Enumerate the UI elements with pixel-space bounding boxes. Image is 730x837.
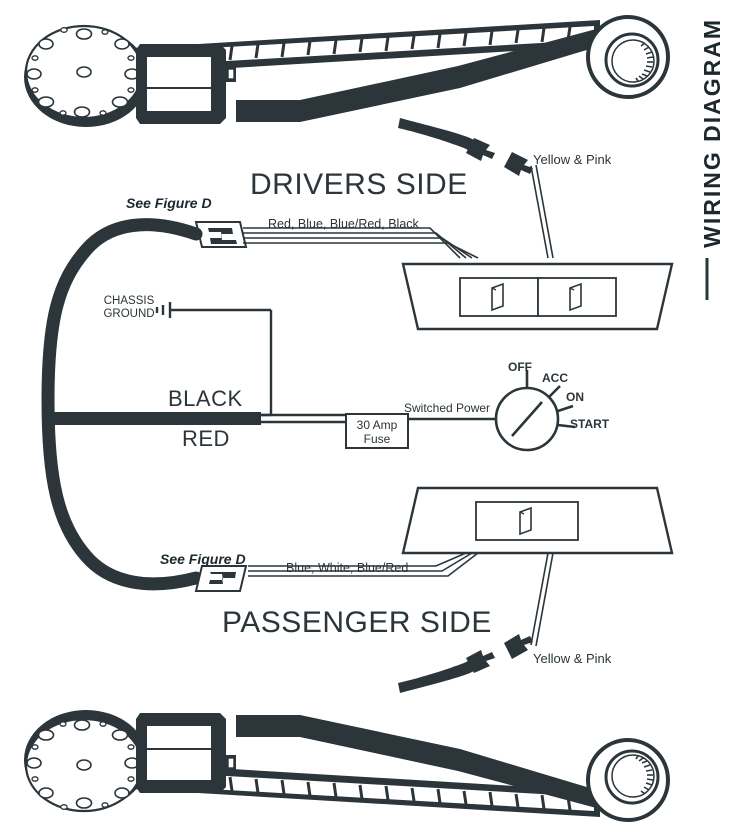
- ground-symbol: [155, 302, 172, 318]
- page-vertical-title: WIRING DIAGRAM: [699, 18, 725, 248]
- ignition-label-on: ON: [566, 390, 584, 404]
- red-wire-label: RED: [182, 426, 230, 451]
- chassis-ground-label-line1: CHASSIS: [103, 295, 155, 307]
- passenger-wire-colors: Blue, White, Blue/Red: [286, 561, 409, 575]
- drivers-side-title: DRIVERS SIDE: [250, 168, 468, 201]
- drivers-switch-panel: [401, 262, 674, 331]
- drivers-see-figure-d: See Figure D: [126, 195, 212, 211]
- drivers-window-motor-assembly: [22, 15, 670, 129]
- chassis-ground-circuit: [170, 308, 273, 417]
- fuse-block: [345, 413, 409, 449]
- ignition-terminal-start: [557, 423, 576, 429]
- drivers-four-wires: [243, 227, 479, 259]
- ignition-terminal-on: [557, 404, 574, 413]
- ignition-label-start: START: [570, 417, 610, 431]
- passenger-switch-panel: [401, 486, 674, 555]
- passenger-motor-pigtail: [398, 650, 495, 693]
- black-wire-label: BLACK: [168, 386, 243, 411]
- drivers-harness-connector: [194, 221, 248, 248]
- passenger-window-motor-assembly: [22, 708, 670, 822]
- ignition-terminal-acc: [548, 385, 561, 398]
- fuse-rating-label: 30 Amp: [356, 418, 398, 432]
- passenger-see-figure-d: See Figure D: [160, 551, 246, 567]
- fuse-word-label: Fuse: [363, 431, 391, 446]
- passenger-yellow-pink-label: Yellow & Pink: [533, 651, 612, 666]
- passenger-side-title: PASSENGER SIDE: [222, 606, 492, 639]
- drivers-wire-colors: Red, Blue, Blue/Red, Black: [268, 217, 419, 231]
- passenger-yellow-pink-connector: [504, 552, 554, 659]
- switched-power-label: Switched Power: [404, 401, 491, 415]
- drivers-motor-pigtail: [398, 118, 495, 161]
- power-spur: [46, 412, 346, 425]
- drivers-yellow-pink-connector: [504, 152, 554, 259]
- drivers-yellow-pink-label: Yellow & Pink: [533, 152, 612, 167]
- passenger-harness-connector: [194, 565, 248, 592]
- ignition-label-acc: ACC: [542, 371, 568, 385]
- passenger-three-wires: [248, 552, 479, 577]
- ignition-label-off: OFF: [508, 360, 532, 374]
- main-harness-loop: [41, 218, 203, 591]
- chassis-ground-label-line2: GROUND: [103, 307, 155, 320]
- ignition-switch: [494, 370, 576, 452]
